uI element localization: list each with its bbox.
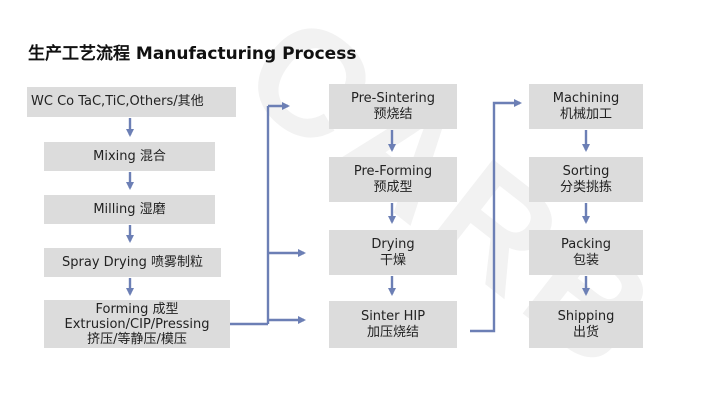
machining-zh: 机械加工 [559,106,612,122]
forming-label: Forming 成型 [95,301,179,317]
drying-en: Drying [371,236,415,252]
drying-box: Drying 干燥 [329,230,457,275]
pre-forming-zh: 预成型 [373,179,413,195]
spray-drying-box: Spray Drying 喷雾制粒 [44,248,221,277]
mixing-box: Mixing 混合 [44,142,215,171]
shipping-en: Shipping [557,308,615,324]
sinter-hip-box: Sinter HIP 加压烧结 [329,301,457,348]
materials-label: WC Co TaC,TiC,Others/其他 [31,94,204,109]
milling-box: Milling 湿磨 [44,195,215,224]
packing-en: Packing [560,236,611,252]
pre-sintering-zh: 预烧结 [373,106,413,122]
pre-sintering-box: Pre-Sintering 预烧结 [329,84,457,129]
forming-methods-en: Extrusion/CIP/Pressing [64,316,210,332]
machining-box: Machining 机械加工 [529,84,643,129]
sorting-box: Sorting 分类挑拣 [529,157,643,202]
page-title: 生产工艺流程 Manufacturing Process [28,44,357,64]
shipping-zh: 出货 [572,324,599,340]
spray-drying-label: Spray Drying 喷雾制粒 [62,254,203,270]
pre-sintering-en: Pre-Sintering [350,90,435,106]
sorting-en: Sorting [562,163,610,179]
sorting-zh: 分类挑拣 [559,179,612,195]
pre-forming-box: Pre-Forming 预成型 [329,157,457,202]
pre-forming-en: Pre-Forming [353,163,433,179]
mixing-label: Mixing 混合 [93,148,166,164]
forming-methods-zh: 挤压/等静压/模压 [87,331,187,347]
sinter-hip-zh: 加压烧结 [366,324,419,340]
packing-zh: 包装 [572,252,599,268]
forming-box: Forming 成型 Extrusion/CIP/Pressing 挤压/等静压… [44,300,230,348]
sinter-hip-en: Sinter HIP [360,308,426,324]
drying-zh: 干燥 [379,252,406,268]
arrow-sinter-to-machining [470,99,522,333]
machining-en: Machining [552,90,620,106]
milling-label: Milling 湿磨 [93,201,166,217]
shipping-box: Shipping 出货 [529,301,643,348]
materials-box: WC Co TaC,TiC,Others/其他 [27,87,236,117]
packing-box: Packing 包装 [529,230,643,275]
